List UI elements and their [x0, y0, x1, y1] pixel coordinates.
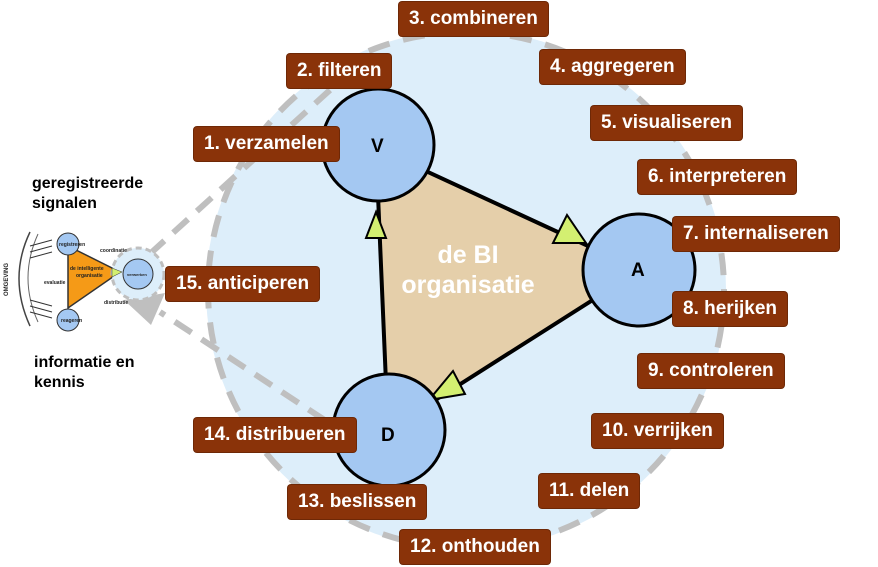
step-4-label: 4. aggregeren — [540, 50, 685, 84]
mini-center-label-2: organisatie — [76, 273, 103, 279]
mini-left-edge-label: evaluatie — [44, 280, 66, 286]
info-knowledge-label-line-1: informatie en — [34, 354, 135, 371]
step-12-label: 12. onthouden — [400, 530, 550, 564]
mini-bottom-node-label: reageren — [61, 318, 83, 324]
step-6-label: 6. interpreteren — [638, 160, 797, 194]
mini-signal-arrows — [29, 239, 53, 319]
mini-right-node-label: verwerken — [127, 272, 147, 277]
node-d-label: D — [381, 425, 395, 446]
signals-label: geregistreerde signalen — [32, 174, 143, 214]
step-8-label: 8. herijken — [673, 292, 787, 326]
mini-bottom-edge-label: distributie — [104, 300, 129, 306]
mini-arrowhead — [111, 267, 123, 278]
arrowhead-v-to-a — [551, 213, 588, 244]
signals-label-line-2: signalen — [32, 195, 97, 212]
step-10-label: 10. verrijken — [592, 414, 723, 448]
mini-node-bottom — [56, 308, 80, 332]
step-5-label: 5. visualiseren — [591, 106, 742, 140]
bi-triangle — [374, 146, 642, 432]
mini-node-top — [56, 232, 80, 256]
mini-environment-label: OMGEVING — [4, 262, 10, 296]
info-knowledge-label: informatie en kennis — [34, 353, 134, 393]
arrowhead-d-to-v — [364, 209, 388, 239]
node-a-label: A — [631, 260, 645, 281]
mini-triangle — [67, 244, 122, 310]
step-1-label: 1. verzamelen — [194, 127, 339, 161]
center-title-line-2: organisatie — [401, 271, 535, 299]
mini-intelligent-organisation-diagram — [18, 231, 166, 332]
node-v-label: V — [371, 136, 384, 157]
node-a — [581, 212, 697, 328]
mini-center-label-1: de intelligente — [70, 266, 104, 272]
step-13-label: 13. beslissen — [288, 485, 427, 519]
connector-upper — [149, 87, 333, 255]
info-knowledge-label-line-2: kennis — [34, 374, 85, 391]
step-14-label: 14. distribueren — [194, 418, 356, 452]
step-7-label: 7. internaliseren — [673, 217, 839, 251]
mini-node-right — [122, 258, 154, 290]
step-2-label: 2. filteren — [287, 54, 392, 88]
step-3-label: 3. combineren — [399, 2, 548, 36]
step-11-label: 11. delen — [539, 474, 640, 508]
center-title-line-1: de BI — [437, 241, 499, 269]
signals-label-line-1: geregistreerde — [32, 175, 144, 192]
arrowhead-a-to-d — [426, 369, 467, 402]
center-title: de BI organisatie — [368, 240, 568, 300]
connector-lower — [158, 309, 354, 441]
mini-top-node-label: registreren — [59, 242, 86, 248]
step-9-label: 9. controleren — [638, 354, 784, 388]
mini-environment-arc — [18, 231, 31, 327]
mini-environment-arc-inner — [27, 233, 39, 323]
step-15-label: 15. anticiperen — [166, 267, 320, 301]
mini-top-edge-label: coordinatie — [100, 248, 127, 254]
